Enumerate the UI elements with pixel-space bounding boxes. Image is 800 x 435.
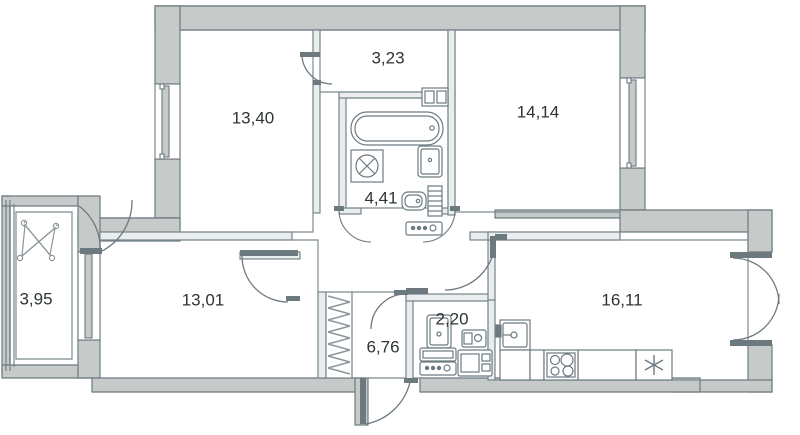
refrigerator xyxy=(635,349,673,381)
wall-top-exterior-2 xyxy=(154,5,646,31)
area-label-hall-upper: 3,23 xyxy=(371,48,404,67)
wall-kitchen-right-upper xyxy=(747,209,773,253)
wall-balcony-living-upper xyxy=(77,195,101,253)
outline-balcony xyxy=(9,205,79,366)
outline-wc xyxy=(412,300,489,379)
door-corridor-to-kitchen-jamb xyxy=(394,290,408,295)
door-corridor-bottom xyxy=(360,378,418,425)
area-label-wc: 2,20 xyxy=(435,309,468,328)
door-hall-to-bedroom-1 xyxy=(300,52,333,85)
wall-balcony-top xyxy=(1,195,79,207)
kitchen-sink xyxy=(495,319,531,351)
partition-bed1-hall-lower xyxy=(312,82,321,214)
outline-bed2 xyxy=(454,29,621,213)
partition-bath-left xyxy=(338,91,347,215)
windows xyxy=(5,77,646,371)
area-label-bedroom-2: 14,14 xyxy=(517,102,560,121)
door-corridor-to-wc xyxy=(370,288,428,330)
wall-bed1-left-lower xyxy=(154,158,181,219)
outline-bath xyxy=(345,97,449,209)
outline-kitchen xyxy=(494,239,749,381)
door-bathroom-right xyxy=(422,206,460,243)
area-labels: 13,40 3,23 14,14 4,41 3,95 13,01 6,76 2,… xyxy=(19,48,642,356)
toilet xyxy=(401,191,427,211)
window-bedroom-1-left xyxy=(154,83,181,160)
snowflake-icon xyxy=(644,355,664,375)
wc-microwave xyxy=(461,329,487,348)
bathtub xyxy=(350,111,444,146)
window-bedroom-2-right xyxy=(619,77,646,169)
door-entrance-outer xyxy=(730,252,780,305)
area-label-bathroom: 4,41 xyxy=(364,188,397,207)
area-label-corridor: 6,76 xyxy=(366,337,399,356)
wall-balcony-living-lower xyxy=(77,339,101,379)
door-entrance-inner xyxy=(730,293,780,346)
partition-wc-top xyxy=(405,293,495,302)
washbasin xyxy=(417,145,443,178)
washing-machine xyxy=(457,349,493,377)
wc-meter-box xyxy=(419,361,457,376)
drying-rack xyxy=(16,219,60,262)
outline-bed1 xyxy=(179,29,314,233)
kitchen-fixtures xyxy=(495,319,673,381)
wall-bed1-left-upper xyxy=(154,5,181,85)
wall-bed2-right-upper xyxy=(619,5,646,79)
boiler-cabinet xyxy=(421,87,449,107)
door-living-to-balcony xyxy=(78,199,133,254)
partition-bed1-hall xyxy=(312,29,321,55)
partition-corridor-left xyxy=(317,291,327,379)
partition-bed2-left xyxy=(447,29,456,216)
partition-living-top xyxy=(99,231,293,241)
wc-fixtures xyxy=(419,314,493,377)
wc-washbasin xyxy=(419,347,457,362)
counter-run xyxy=(499,349,637,381)
cooktop xyxy=(543,349,579,381)
area-label-balcony: 3,95 xyxy=(19,289,52,308)
partition-wc-left xyxy=(405,299,414,381)
outline-balcony-inner xyxy=(15,211,73,360)
window-balcony-left xyxy=(5,200,15,371)
area-label-kitchen: 16,11 xyxy=(601,290,642,309)
door-living-to-corridor xyxy=(240,250,300,303)
floor-drain xyxy=(350,149,384,183)
partition-kitchen-top-strip xyxy=(487,231,621,241)
towel-radiator xyxy=(427,185,443,217)
area-label-living: 13,01 xyxy=(182,290,225,309)
area-label-bedroom-1: 13,40 xyxy=(232,108,275,127)
doors xyxy=(78,52,780,425)
wardrobe-closet xyxy=(327,295,351,375)
door-bathroom-left xyxy=(334,206,372,243)
wall-living-bottom xyxy=(91,377,363,393)
bath-meter-box xyxy=(405,221,443,236)
door-corridor-to-kitchen xyxy=(444,234,507,291)
bathroom-fixtures xyxy=(350,87,449,236)
outline-corridor xyxy=(351,291,407,379)
water-heater xyxy=(426,314,452,349)
window-living-left xyxy=(77,251,101,341)
